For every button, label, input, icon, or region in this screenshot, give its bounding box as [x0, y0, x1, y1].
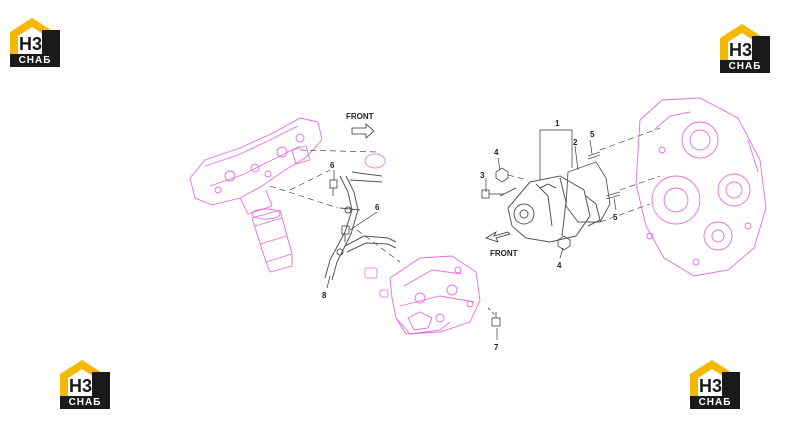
logo-text: СНАБ: [720, 60, 770, 73]
logo-mark: H3: [699, 376, 723, 396]
callout-4-lower: 4: [557, 261, 562, 270]
bolt-7: [487, 307, 501, 327]
logo-text: СНАБ: [10, 54, 60, 67]
house-logo-icon: [690, 360, 740, 396]
logo-bottom-right: H3 СНАБ: [686, 358, 742, 412]
house-logo-icon: [60, 360, 110, 396]
front-arrow-top: FRONT: [346, 112, 375, 139]
logo-text: СНАБ: [60, 396, 110, 409]
bolt-6-upper: [329, 179, 338, 196]
stud-5-upper: [587, 151, 601, 160]
o-ring: [364, 267, 378, 279]
logo-top-left: H3 СНАБ: [6, 16, 62, 70]
pump-guide-lines: [507, 127, 661, 223]
house-logo-icon: [720, 24, 770, 60]
logo-top-right: H3 СНАБ: [716, 22, 772, 76]
callout-5-lower: 5: [613, 213, 618, 222]
o-ring-small: [379, 289, 389, 298]
logo-bottom-left: H3 СНАБ: [56, 358, 112, 412]
callout-4-upper: 4: [494, 148, 499, 157]
callout-6-lower: 6: [375, 203, 380, 212]
callout-5-upper: 5: [590, 130, 595, 139]
seal-ring: [364, 153, 386, 169]
bolt-3: [481, 189, 504, 199]
leader-lines: [326, 129, 617, 340]
logo-mark: H3: [19, 34, 43, 54]
logo-mark: H3: [729, 40, 753, 60]
water-pump: [499, 175, 601, 243]
callout-3: 3: [480, 171, 485, 180]
callout-2: 2: [573, 138, 578, 147]
stud-5-lower: [605, 191, 621, 200]
front-arrow-bottom: FRONT: [485, 230, 518, 258]
callout-6-upper: 6: [330, 161, 335, 170]
water-pump-gasket: [565, 161, 611, 223]
callout-8: 8: [322, 291, 327, 300]
nut-4-upper: [495, 167, 509, 183]
bolt-6-lower: [341, 225, 350, 242]
logo-mark: H3: [69, 376, 93, 396]
front-label-top: FRONT: [346, 112, 374, 121]
timing-gear-case: [635, 97, 767, 277]
nut-4-lower: [557, 235, 571, 251]
front-label-bottom: FRONT: [490, 249, 518, 258]
oil-filter-assembly: [189, 117, 323, 273]
oil-cooler-housing: [389, 255, 481, 335]
oil-pipe: [324, 171, 397, 281]
logo-text: СНАБ: [690, 396, 740, 409]
assembly-guide-lines: [269, 149, 401, 263]
house-logo-icon: [10, 18, 60, 54]
callout-7: 7: [494, 343, 499, 352]
callout-1: 1: [555, 119, 560, 128]
